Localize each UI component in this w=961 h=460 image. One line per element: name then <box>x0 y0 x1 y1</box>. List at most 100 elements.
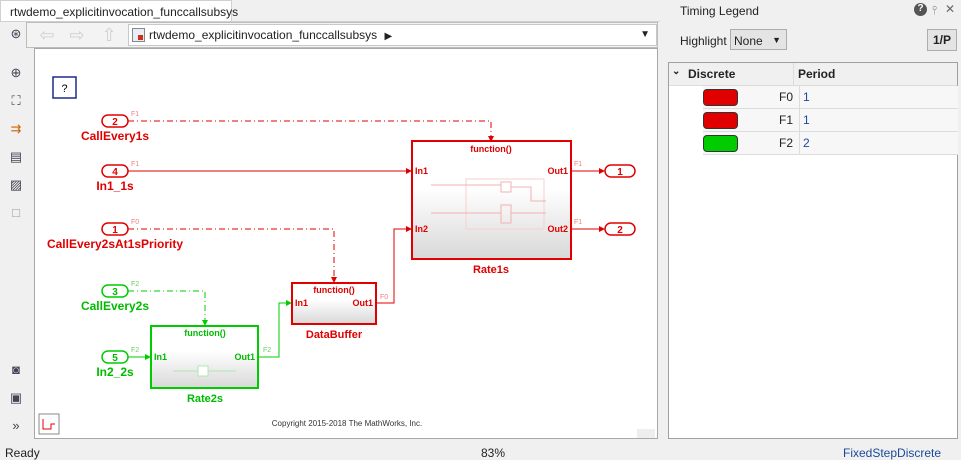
inport-callevery1s[interactable]: 2 CallEvery1s <box>81 114 149 143</box>
svg-text:In2: In2 <box>415 224 428 234</box>
zoom-level: 83% <box>481 446 506 460</box>
svg-text:function(): function() <box>313 285 354 295</box>
hide-explorer-icon[interactable]: ⊛ <box>10 26 22 41</box>
svg-text:3: 3 <box>112 287 118 298</box>
close-icon[interactable]: ✕ <box>945 2 956 16</box>
camera-icon[interactable]: ◙ <box>12 362 20 377</box>
svg-text:DataBuffer: DataBuffer <box>306 329 363 341</box>
help-box[interactable]: ? <box>52 76 77 99</box>
svg-text:F1: F1 <box>574 161 582 168</box>
image-icon[interactable]: ▨ <box>9 177 23 192</box>
color-swatch <box>703 89 738 106</box>
rate-label: F0 <box>778 90 793 104</box>
navigation-bar: ⇦ ⇨ ⇧ rtwdemo_explicitinvocation_funccal… <box>26 22 658 48</box>
svg-text:?: ? <box>61 83 67 95</box>
zoom-in-icon[interactable]: ⊕ <box>10 65 22 80</box>
rate-label: F2 <box>778 136 793 150</box>
databuffer-block[interactable]: function() In1 Out1 DataBuffer <box>291 282 377 341</box>
svg-text:Rate2s: Rate2s <box>187 393 223 405</box>
svg-text:F1: F1 <box>131 111 139 118</box>
svg-text:4: 4 <box>112 167 118 178</box>
block-diagram: ? F1 F1 F0 F2 F2 F2 F0 F1 F1 2 CallEvery… <box>38 76 655 438</box>
tab-divider <box>0 21 660 22</box>
outport-2[interactable]: 2 <box>604 222 636 236</box>
period-value: 1 <box>799 109 961 131</box>
panel-title: Timing Legend <box>680 4 759 18</box>
svg-text:Rate1s: Rate1s <box>473 264 509 276</box>
document-tab[interactable]: rtwdemo_explicitinvocation_funccallsubsy… <box>0 0 238 22</box>
svg-text:Out1: Out1 <box>352 298 373 308</box>
highlight-label: Highlight <box>680 34 727 48</box>
fit-to-view-icon[interactable]: ⛶ <box>11 93 21 108</box>
model-browser-icon[interactable]: ▣ <box>9 390 23 405</box>
inport-in1-1s[interactable]: 4 In1_1s <box>96 164 134 193</box>
svg-text:In2_2s: In2_2s <box>96 365 134 379</box>
inport-callevery2sat1spriority[interactable]: 1 CallEvery2sAt1sPriority <box>47 222 183 251</box>
area-icon[interactable]: □ <box>12 205 20 220</box>
rate2s-block[interactable]: function() In1 Out1 Rate2s <box>150 325 259 405</box>
resize-grip[interactable] <box>637 429 655 438</box>
back-arrow-icon[interactable]: ⇦ <box>39 25 55 45</box>
left-toolbar: ⊛ ⊕ ⛶ ⇉ ▤ ▨ □ ◙ ▣ » <box>0 22 33 440</box>
svg-text:F1: F1 <box>131 161 139 168</box>
svg-text:2: 2 <box>617 225 623 236</box>
svg-text:CallEvery2sAt1sPriority: CallEvery2sAt1sPriority <box>47 237 183 251</box>
svg-text:Out1: Out1 <box>547 166 568 176</box>
highlight-select[interactable]: None ▼ <box>730 29 787 50</box>
signal-databuffer-out <box>376 226 412 304</box>
svg-text:Out1: Out1 <box>234 352 255 362</box>
outport-1[interactable]: 1 <box>604 164 636 178</box>
model-icon <box>132 28 145 42</box>
solver-link[interactable]: FixedStepDiscrete <box>843 446 942 460</box>
copyright-annotation: Copyright 2015-2018 The MathWorks, Inc. <box>272 419 422 428</box>
svg-text:CallEvery2s: CallEvery2s <box>81 299 149 313</box>
svg-text:In1_1s: In1_1s <box>96 179 134 193</box>
model-canvas[interactable]: ? F1 F1 F0 F2 F2 F2 F0 F1 F1 2 CallEvery… <box>34 48 658 439</box>
period-toggle-button[interactable]: 1/P <box>927 29 957 51</box>
expand-icon[interactable]: » <box>12 418 20 433</box>
svg-text:1: 1 <box>617 167 623 178</box>
collapse-chevron-icon[interactable]: ⌄ <box>672 66 681 77</box>
signal-line-icon[interactable]: ⇉ <box>10 121 22 136</box>
forward-arrow-icon[interactable]: ⇨ <box>69 25 85 45</box>
rate-label: F1 <box>778 113 793 127</box>
svg-text:CallEvery1s: CallEvery1s <box>81 129 149 143</box>
sample-time-icon[interactable] <box>38 413 60 435</box>
legend-row-f1[interactable]: F1 1 <box>703 109 958 132</box>
subsystem-preview-icon <box>431 178 546 230</box>
svg-text:F0: F0 <box>380 294 388 301</box>
svg-text:function(): function() <box>470 144 511 154</box>
inport-callevery2s[interactable]: 3 CallEvery2s <box>81 284 149 313</box>
timing-legend-panel: Timing Legend ? ⫯ ✕ Highlight None ▼ 1/P <box>662 0 961 440</box>
svg-text:In1: In1 <box>154 352 167 362</box>
column-discrete[interactable]: Discrete <box>688 67 736 81</box>
svg-text:Out2: Out2 <box>547 224 568 234</box>
up-arrow-icon[interactable]: ⇧ <box>101 25 117 45</box>
svg-text:F1: F1 <box>574 219 582 226</box>
path-chevron-icon[interactable]: ▶ <box>384 31 393 42</box>
legend-row-f0[interactable]: F0 1 <box>703 86 958 109</box>
period-value: 2 <box>799 132 961 154</box>
pin-icon[interactable]: ⫯ <box>932 3 938 17</box>
color-swatch <box>703 112 738 129</box>
dropdown-arrow-icon[interactable]: ▼ <box>640 29 650 40</box>
svg-text:2: 2 <box>112 117 118 128</box>
help-icon[interactable]: ? <box>914 3 927 16</box>
rate1s-block[interactable]: function() In1 In2 Out1 Out2 Rate1s <box>411 140 572 276</box>
signal-callevery1s <box>128 120 494 142</box>
annotation-icon[interactable]: ▤ <box>9 149 23 164</box>
svg-text:F0: F0 <box>131 219 139 226</box>
signal-callevery2sat1s <box>128 228 337 283</box>
address-bar[interactable]: rtwdemo_explicitinvocation_funccallsubsy… <box>128 24 657 46</box>
inport-in2-2s[interactable]: 5 In2_2s <box>96 350 134 379</box>
status-ready: Ready <box>5 446 40 460</box>
legend-row-f2[interactable]: F2 2 <box>703 132 958 155</box>
svg-text:F2: F2 <box>263 347 271 354</box>
period-value: 1 <box>799 86 961 108</box>
timing-legend-table: ⌄ Discrete Period F0 1 F1 1 F2 2 <box>668 62 958 439</box>
status-bar: Ready 83% FixedStepDiscrete <box>0 442 961 460</box>
svg-text:5: 5 <box>112 353 118 364</box>
address-path: rtwdemo_explicitinvocation_funccallsubsy… <box>149 28 378 42</box>
color-swatch <box>703 135 738 152</box>
column-period[interactable]: Period <box>793 63 839 86</box>
